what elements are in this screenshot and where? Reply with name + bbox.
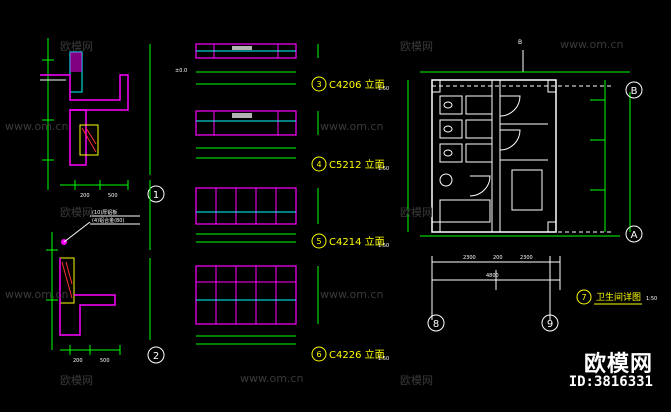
plan-number: 7 [581, 293, 586, 302]
watermark-cn: 欧模网 [400, 206, 433, 219]
detail-2-note-2: (4)铝合金(80) [92, 217, 124, 224]
brand-logo-text: 欧模网 [583, 352, 653, 377]
plan-dim-mid: 200 [493, 255, 503, 261]
watermark-url: www.om.cn [320, 120, 384, 133]
axis-9-label: 9 [547, 319, 553, 330]
detail-2-section: 200 500 [46, 215, 140, 364]
watermark-cn: 欧模网 [60, 374, 93, 387]
watermark-cn: 欧模网 [400, 374, 433, 387]
elevation-3-drawing: ±0.0 [149, 43, 319, 110]
watermark-url: www.om.cn [5, 288, 69, 301]
plan-dim-total: 4800 [486, 273, 499, 279]
detail-2-marker-circle [147, 346, 165, 364]
elevation-5-number: 5 [316, 237, 321, 246]
axis-9-bubble [541, 314, 559, 332]
svg-text:500: 500 [100, 358, 110, 364]
elevation-3-marker-circle [311, 76, 327, 92]
axis-a-bubble [625, 225, 643, 243]
plan-scale: 1:50 [646, 296, 657, 302]
detail-2-marker: 2 [153, 351, 159, 362]
svg-text:±0.0: ±0.0 [175, 68, 187, 74]
elevation-4-drawing [149, 110, 319, 175]
elevation-4-marker-circle [311, 156, 327, 172]
axis-b-bubble [625, 81, 643, 99]
detail-1-section: 200 500 [40, 38, 129, 199]
elevation-6-marker-circle [311, 346, 327, 362]
elevation-3-title: C4206 立面 [329, 78, 385, 91]
watermark-url: www.om.cn [560, 38, 624, 51]
elevation-5-drawing [149, 180, 319, 250]
plan-axis-b-top: B [518, 39, 522, 46]
detail-1-marker-circle [147, 185, 165, 203]
plan-marker-circle [576, 289, 592, 305]
plan-title: 卫生间详图 [596, 291, 641, 303]
model-id: ID:3816331 [568, 374, 653, 390]
elevation-5-marker-circle [311, 233, 327, 249]
svg-text:500: 500 [108, 193, 118, 199]
axis-a-label: A [631, 230, 638, 241]
elevation-3-number: 3 [316, 80, 321, 89]
elevation-5-scale: 1:50 [378, 243, 389, 249]
elevation-5-title: C4214 立面 [329, 235, 385, 248]
watermark-url: www.om.cn [5, 120, 69, 133]
elevation-3-scale: 1:50 [378, 86, 389, 92]
elevation-4-title: C5212 立面 [329, 158, 385, 171]
watermark-cn: 欧模网 [400, 40, 433, 53]
bathroom-plan [407, 50, 631, 320]
elevation-4-number: 4 [316, 160, 321, 169]
elevation-6-title: C4226 立面 [329, 348, 385, 361]
detail-1-marker: 1 [153, 190, 159, 201]
plan-dim-left: 2300 [463, 255, 476, 261]
svg-text:200: 200 [73, 358, 83, 364]
watermark-cn: 欧模网 [60, 206, 93, 219]
watermark-cn: 欧模网 [60, 40, 93, 53]
watermark-url: www.om.cn [240, 372, 304, 385]
axis-8-bubble [427, 314, 445, 332]
axis-8-label: 8 [433, 319, 439, 330]
elevation-6-number: 6 [316, 350, 321, 359]
watermark-url: www.om.cn [320, 288, 384, 301]
plan-dim-right: 2300 [520, 255, 533, 261]
elevation-6-drawing [149, 258, 319, 345]
elevation-6-scale: 1:50 [378, 356, 389, 362]
svg-text:200: 200 [80, 193, 90, 199]
detail-2-note-1: (10)厚铝板 [92, 209, 117, 216]
elevation-4-scale: 1:50 [378, 166, 389, 172]
axis-b-label: B [631, 86, 638, 97]
